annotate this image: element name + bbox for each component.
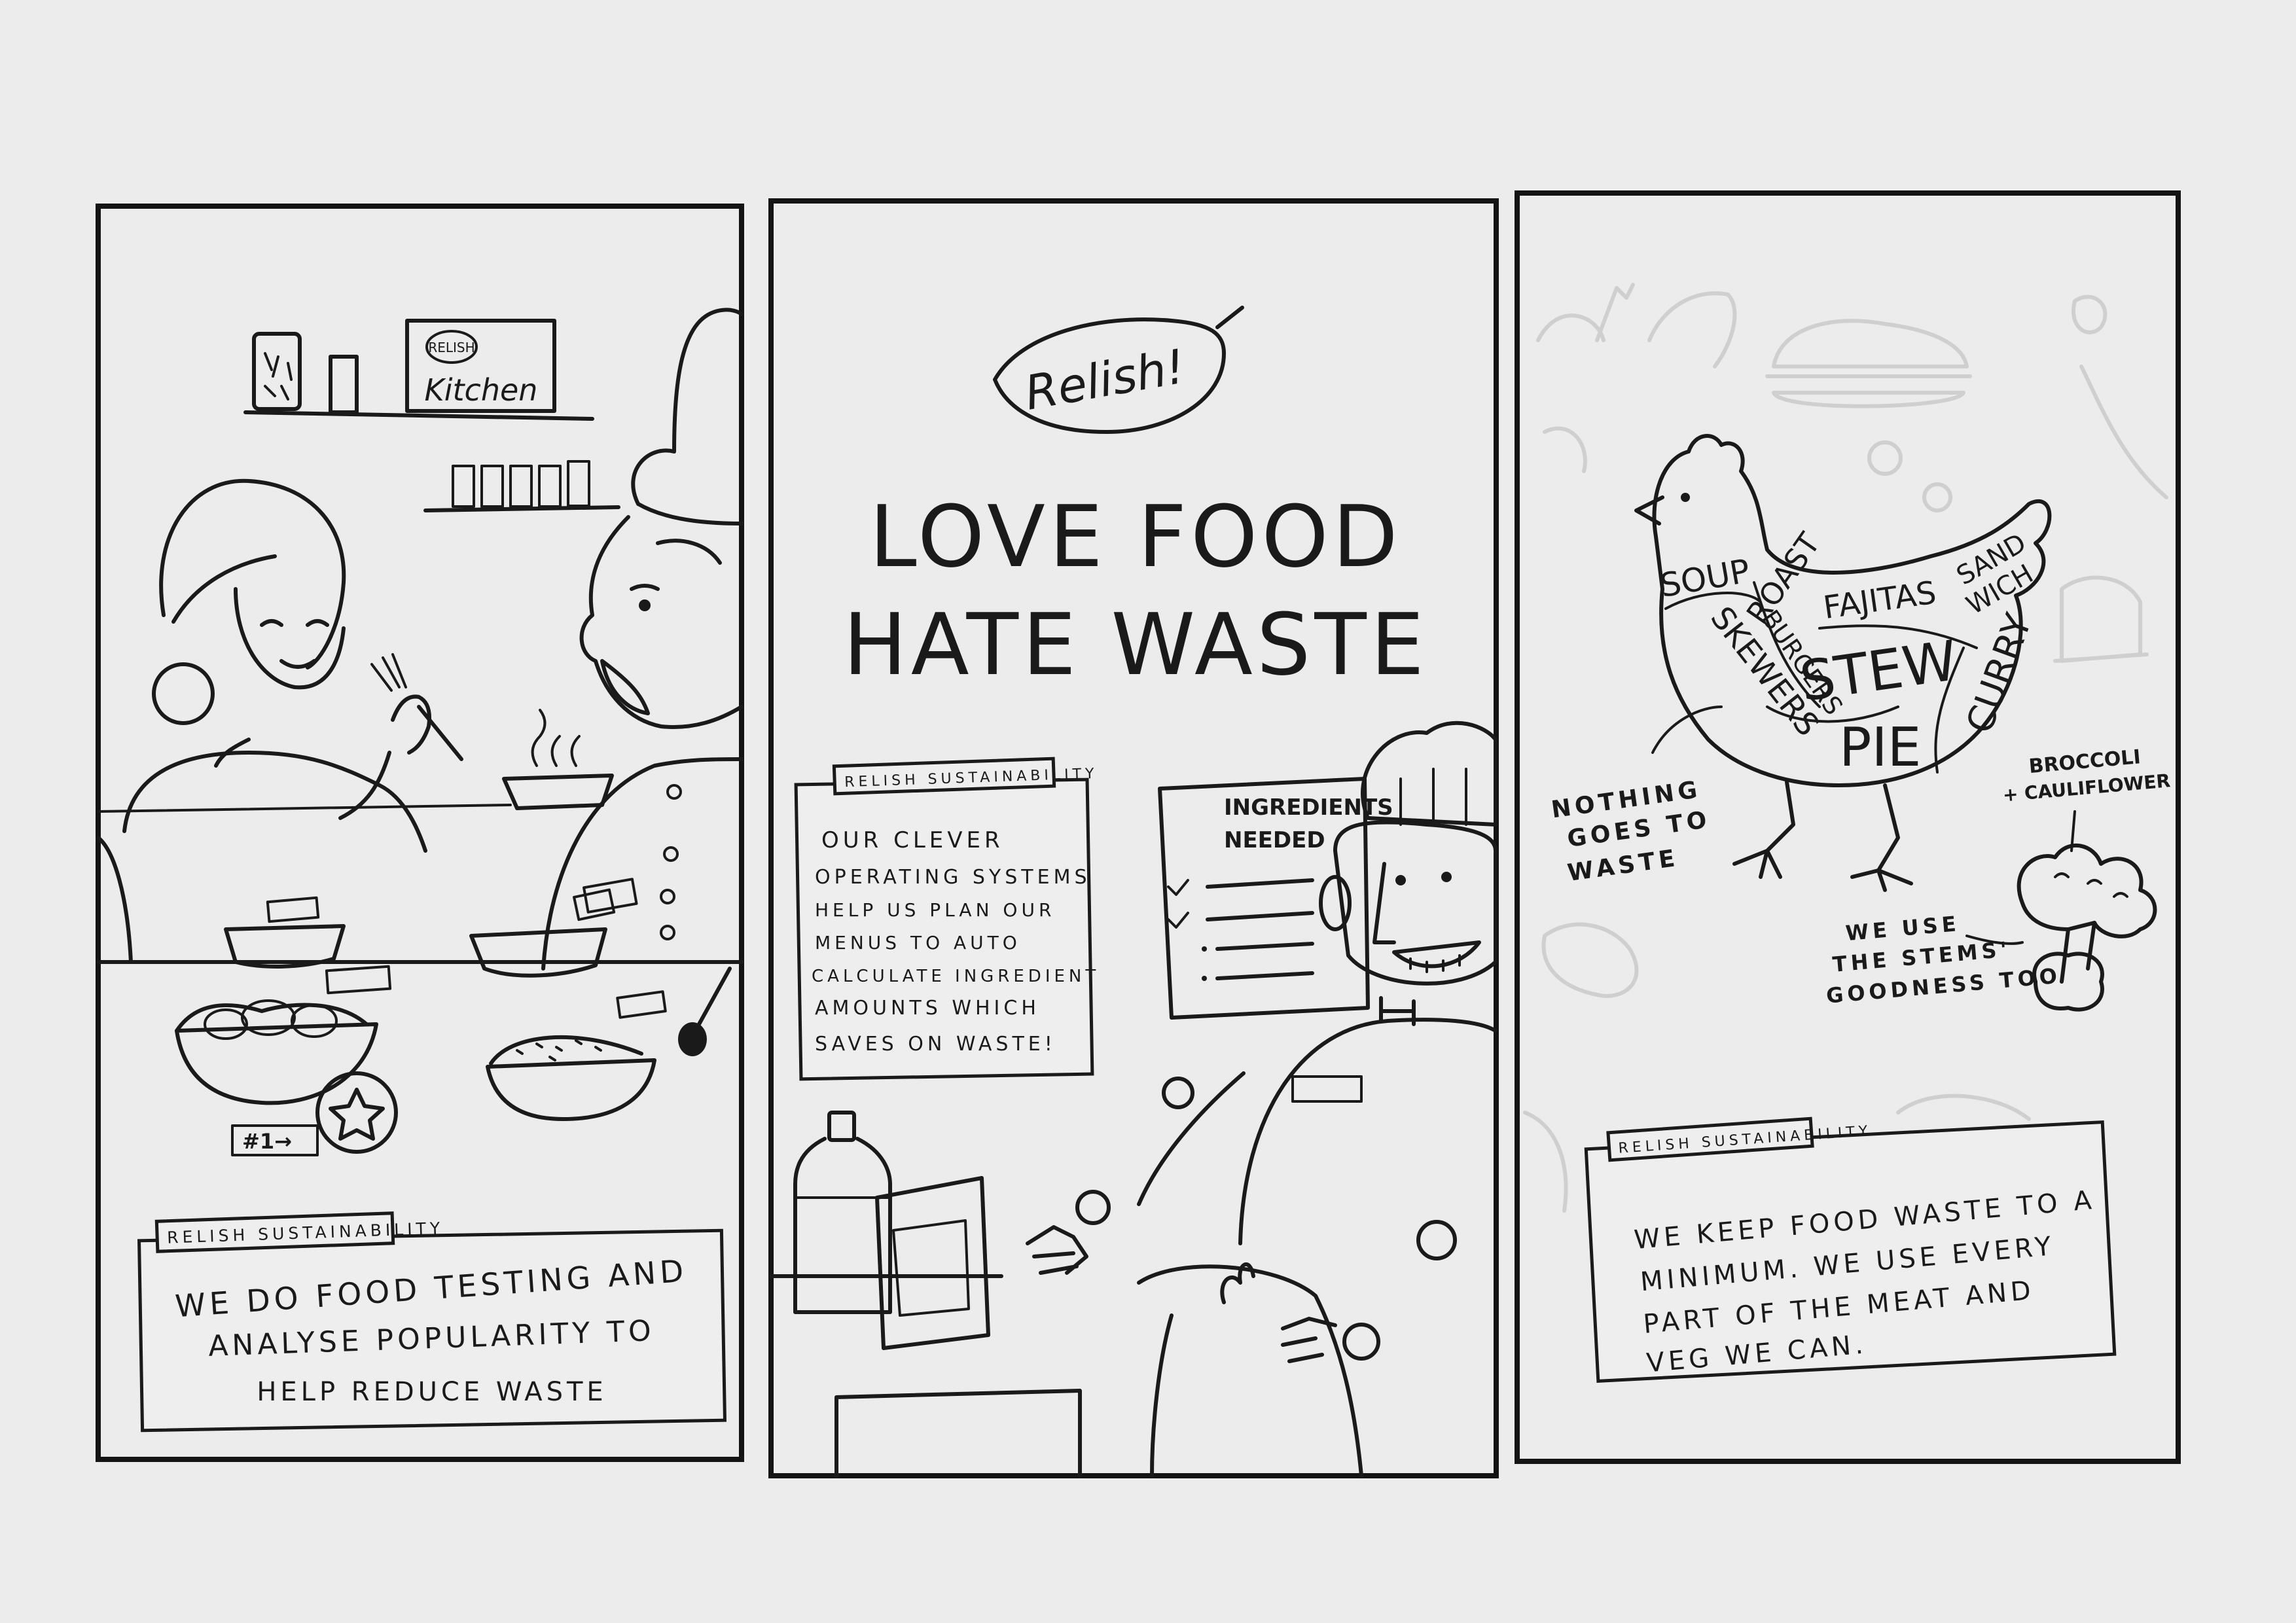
chicken-leg-left [1732, 780, 1795, 879]
rice-bowl-icon [486, 990, 667, 1121]
potato-bowl-icon [175, 965, 392, 1105]
panel-no-waste: SOUP ROAST FAJITAS SAND WICH BURGERS SKE… [1515, 190, 2181, 1464]
kitchen-shelf-lower [423, 460, 620, 512]
leaf-icon [2072, 294, 2108, 334]
hair-bun [152, 662, 215, 725]
panel-3-frame [1515, 190, 2181, 1464]
kitchen-sign-label: Kitchen [425, 372, 538, 408]
cut-stew: STEW [1796, 628, 1961, 714]
note-stem-line-1: WE USE [1844, 911, 1961, 946]
background-food-doodles [1523, 283, 2168, 1213]
panel-2-caption-card: RELISH SUSTAINABILITY OUR CLEVER OPERATI… [794, 757, 1100, 1081]
panel-3-caption-card: RELISH SUSTAINABILITY WE KEEP FOOD WASTE… [1584, 1116, 2117, 1383]
packet-icon [875, 1176, 990, 1350]
panel-2-frame [768, 198, 1499, 1478]
hand-holding-fork [391, 694, 431, 755]
box-icon [329, 355, 359, 414]
caption-line-2: OPERATING SYSTEMS [815, 866, 1091, 889]
sustainability-tag [832, 757, 1056, 796]
sustainability-tag [1606, 1116, 1814, 1162]
star-icon [329, 1088, 385, 1141]
popular-star-badge [315, 1071, 398, 1154]
jar-icon [252, 332, 302, 411]
caption-line-5: CALCULATE INGREDIENT [812, 967, 1100, 986]
kitchen-shelf-upper: RELISH Kitchen [243, 319, 594, 421]
relish-logo: Relish! [993, 306, 1244, 434]
headline-line-2: HATE WASTE [843, 595, 1428, 694]
board-title-2: NEEDED [1224, 827, 1325, 853]
relish-logo-text: Relish! [1021, 338, 1189, 421]
note-broccoli: BROCCOLI + CAULIFLOWER [2002, 745, 2172, 852]
cut-soup: SOUP [1657, 552, 1753, 605]
broccoli-stem-end [2032, 952, 2104, 1012]
grocery-bag [1137, 1264, 1363, 1478]
caption-line-6: AMOUNTS WHICH [815, 997, 1040, 1020]
chef-illustration [541, 308, 744, 971]
bowl-steaming-icon [502, 709, 614, 810]
kitchen-sign [405, 319, 556, 413]
caption-line-7: SAVES ON WASTE! [815, 1033, 1056, 1056]
broccoli-cauliflower-illustration [2017, 844, 2157, 1012]
chicken-beak [1634, 495, 1664, 526]
note-left-line-3: WASTE [1566, 845, 1680, 887]
panel-food-testing: RELISH Kitchen [96, 204, 744, 1462]
caption-line-4: MENUS TO AUTO [815, 932, 1021, 954]
ingredients-board: INGREDIENTS NEEDED [1158, 777, 1393, 1020]
chef-hat [631, 308, 744, 506]
cut-fajitas: FAJITAS [1821, 575, 1938, 627]
kitchen-sign-brand: RELISH [428, 340, 475, 355]
tasting-bowl-left [224, 896, 346, 969]
fork-icon [417, 705, 463, 761]
robot-name-badge [1291, 1075, 1363, 1103]
caption-line-1: OUR CLEVER [821, 827, 1004, 853]
caption-line-3: HELP REDUCE WASTE [257, 1377, 607, 1407]
tasting-bowl-right [469, 888, 616, 978]
panel-1-caption-card: RELISH SUSTAINABILITY WE DO FOOD TESTING… [137, 1211, 727, 1433]
note-nothing-goes-to-waste: NOTHING GOES TO WASTE [1550, 705, 1723, 887]
woman-tasting-illustration [96, 478, 463, 964]
chef-hat [1361, 721, 1498, 827]
note-stems: WE USE THE STEMS' GOODNESS TOO [1825, 911, 2062, 1008]
cauliflower-icon [1541, 922, 1639, 998]
panel-1-frame [96, 204, 744, 1462]
robot-body [1238, 1018, 1498, 1245]
cut-curry: CURRY [1958, 608, 2041, 739]
panel-love-food: Relish! LOVE FOOD HATE WASTE RELISH SUST… [768, 198, 1499, 1478]
note-right-line-2: + CAULIFLOWER [2002, 770, 2172, 806]
caption-line-3: HELP US PLAN OUR [815, 899, 1055, 921]
spoon-icon [2079, 365, 2168, 499]
spoon-icon [678, 967, 732, 1056]
rank-text: #1→ [242, 1129, 292, 1154]
cut-pie: PIE [1839, 717, 1921, 779]
leaf-icon [993, 317, 1226, 434]
broccoli-icon [1647, 291, 1737, 368]
sustainability-tag [154, 1211, 395, 1253]
robot-chef-illustration [1026, 721, 1498, 1478]
drumstick-icon [1536, 283, 1635, 342]
carrot-tops [1220, 1262, 1255, 1304]
condiment-bottle-icon [793, 1111, 892, 1314]
rank-label: #1→ [231, 1124, 319, 1156]
chicken-leg-right [1850, 783, 1913, 892]
burger-icon [1765, 319, 1972, 408]
headline-line-1: LOVE FOOD [869, 487, 1402, 586]
chicken-outline [1652, 434, 2052, 787]
tray-icon [834, 1389, 1082, 1478]
pie-icon [2053, 575, 2149, 663]
